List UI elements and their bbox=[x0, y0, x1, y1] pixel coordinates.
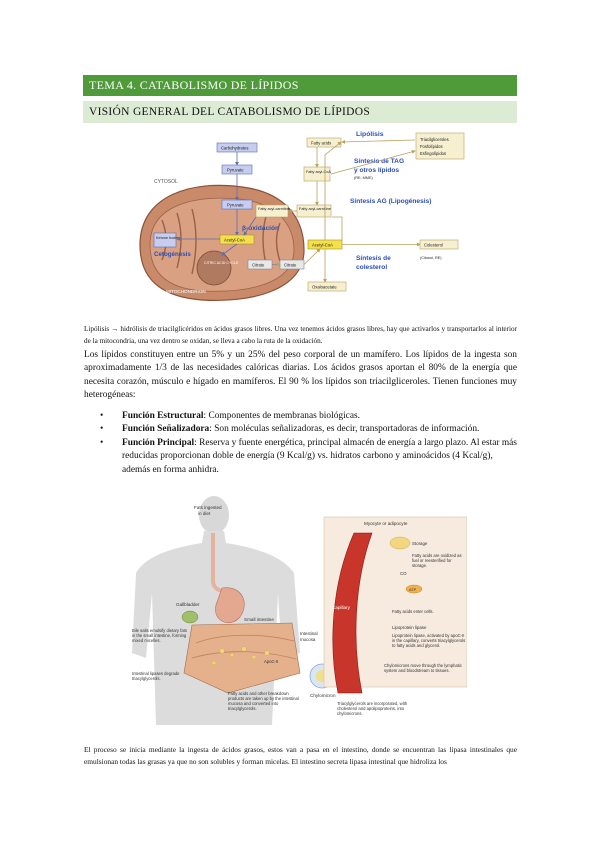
fatty-acyl-coa-label: Fatty acyl-CoA bbox=[306, 170, 331, 174]
step-8-text: Fatty acids are oxidized as fuel or rees… bbox=[412, 553, 462, 568]
sphingolipids-label: Esfingolípidos bbox=[420, 151, 446, 156]
step-7-text: Fatty acids enter cells. bbox=[392, 609, 434, 614]
cholesterol-synthesis-label: Síntesis de bbox=[356, 255, 391, 262]
gallbladder-shape bbox=[181, 610, 199, 624]
cholesterol-box bbox=[419, 239, 459, 250]
step-6-text: Lipoprotein lipase, activated by apoC-II… bbox=[392, 633, 466, 648]
small-intestine-label: Small intestine bbox=[244, 617, 274, 622]
lipolisis-label: Lipólisis bbox=[356, 131, 384, 138]
chylomicron-label: Chylomicron bbox=[310, 693, 336, 698]
citosol-re-label: (Citosol, RE) bbox=[420, 256, 442, 260]
list-item: •Función Señalizadora: Son moléculas señ… bbox=[100, 424, 480, 435]
fatty-acyl-carnitine-box-mito bbox=[255, 204, 289, 218]
function-term: Función Señalizadora bbox=[122, 424, 210, 435]
ketone-bodies-box bbox=[153, 232, 177, 248]
capillary-label: Capillary bbox=[332, 605, 351, 610]
functions-list: •Función Estructural: Componentes de mem… bbox=[100, 410, 517, 477]
complex-lipids-box bbox=[415, 132, 465, 160]
re-mme-label: (RE, MME) bbox=[354, 176, 374, 180]
step-5-text: Chylomicrons move through the lymphatic … bbox=[384, 663, 462, 673]
apoc-label: ApoC-II bbox=[264, 659, 278, 664]
fatty-acyl-carnitine-label-cyto: Fatty acyl-carnitine bbox=[299, 207, 331, 211]
triacylglycerides-label: Triacilgliceroles bbox=[420, 137, 449, 142]
lipoprotein-lipase-label: Lipoprotein lipase bbox=[392, 625, 427, 630]
function-term: Función Principal bbox=[122, 437, 195, 448]
function-text: : Reserva y fuente energética, principal… bbox=[122, 437, 517, 475]
intestine-section bbox=[183, 622, 301, 694]
mitochondrion-label: MITOCHONDRION bbox=[166, 289, 206, 294]
gallbladder-label: Gallbladder bbox=[176, 602, 200, 607]
other-lipids-label: y otros lípidos bbox=[354, 167, 399, 174]
caption-text: hidrólisis de triacilglicéridos en ácido… bbox=[84, 325, 518, 345]
fatty-acid-synthesis-label: Síntesis AG (Lipogénesis) bbox=[350, 198, 431, 205]
ketone-bodies-label: Ketone bodies bbox=[156, 236, 180, 240]
beta-oxidation-label: β-oxidación bbox=[242, 225, 279, 232]
function-text: : Componentes de membranas biológicas. bbox=[203, 411, 360, 421]
phospholipids-label: Fosfolípidos bbox=[420, 144, 443, 149]
oxaloacetate-label: Oxaloacetate bbox=[312, 285, 337, 290]
step-3-text: Fatty acids and other breakdown products… bbox=[228, 691, 299, 711]
figure1-caption: Lipólisis → hidrólisis de triacilglicéri… bbox=[84, 323, 517, 347]
oxaloacetate-box bbox=[307, 281, 347, 292]
pyruvate-label-mito: Pyruvate bbox=[227, 203, 244, 208]
in-diet-label: in diet bbox=[198, 511, 211, 516]
function-text: : Son moléculas señalizadoras, es decir,… bbox=[209, 424, 480, 435]
fatty-acids-label: Fatty acids bbox=[311, 141, 331, 146]
tag-synthesis-label: Síntesis de TAG bbox=[354, 158, 404, 165]
citrate-label-mito: Citrate bbox=[252, 263, 265, 268]
citric-cycle-label: CITRIC ACID CYCLE bbox=[204, 261, 239, 265]
co2-label: CO bbox=[400, 571, 407, 576]
citrate-label-cyto: Citrate bbox=[284, 263, 297, 268]
fat-digestion-illustration: Gallbladder Fats ingested in diet Small … bbox=[132, 493, 467, 725]
pyruvate-label-top: Pyruvate bbox=[227, 168, 244, 173]
capillary-shape bbox=[332, 532, 373, 694]
stomach bbox=[215, 587, 245, 623]
lipid-metabolism-diagram: CYTOSOL CITRIC ACID CYCLE MITOCHONDRION … bbox=[132, 125, 468, 305]
list-item: •Función Principal: Reserva y fuente ene… bbox=[100, 437, 517, 475]
fats-ingested-label: Fats ingested bbox=[194, 505, 222, 510]
acetyl-coa-label-cyto: Acetyl-CoA bbox=[312, 243, 333, 248]
cholesterol-synthesis-label-2: colesterol bbox=[356, 264, 387, 271]
section-title: TEMA 4. CATABOLISMO DE LÍPIDOS bbox=[83, 75, 517, 96]
acetyl-coa-label-mito: Acetyl-CoA bbox=[224, 238, 245, 243]
caption-arrow: → bbox=[111, 325, 119, 333]
intro-paragraph: Los lípidos constituyen entre un 5% y un… bbox=[84, 350, 517, 401]
myocyte-label: Myocyte or adipocyte bbox=[364, 521, 408, 526]
cytosol-label: CYTOSOL bbox=[154, 179, 178, 185]
step-4-text: Triacylglycerols are incorporated, with … bbox=[337, 701, 408, 716]
cetogenesis-label: Cetogénesis bbox=[154, 251, 191, 258]
step-2-text: Intestinal lipases degrade triacylglycer… bbox=[132, 671, 180, 681]
list-item: •Función Estructural: Componentes de mem… bbox=[100, 411, 360, 421]
function-term: Función Estructural bbox=[122, 411, 204, 421]
mucosa-label: mucosa bbox=[300, 637, 316, 642]
atp-label: ATP bbox=[409, 588, 417, 592]
fatty-acyl-carnitine-label-mito: Fatty acyl-carnitine bbox=[258, 207, 290, 211]
process-paragraph: El proceso se inicia mediante la ingesta… bbox=[84, 745, 517, 766]
intestinal-label: Intestinal bbox=[300, 631, 318, 636]
carbohydrates-label: Carbohydrates bbox=[221, 146, 248, 151]
cholesterol-label: Colesterol bbox=[424, 243, 443, 248]
caption-term: Lipólisis bbox=[84, 325, 110, 333]
step-1-text: Bile salts emulsify dietary fats in the … bbox=[132, 628, 187, 643]
section-subtitle: VISIÓN GENERAL DEL CATABOLISMO DE LÍPIDO… bbox=[83, 101, 517, 123]
storage-label: Storage bbox=[412, 541, 428, 546]
